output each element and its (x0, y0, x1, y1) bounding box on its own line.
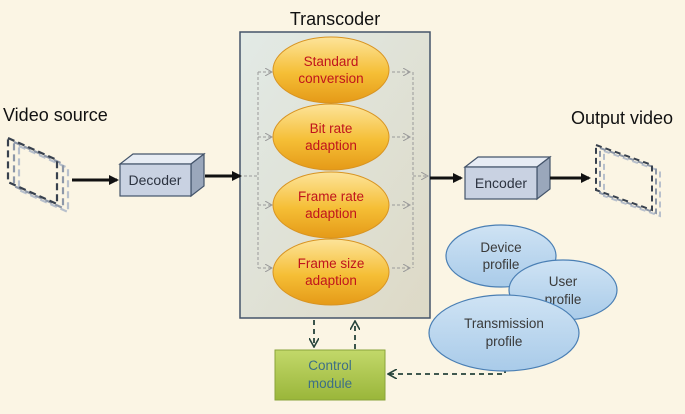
control-module-label-line2: module (308, 376, 352, 391)
module-label-line1: Frame size (298, 256, 365, 271)
transcoder-title: Transcoder (290, 9, 380, 29)
control-module-box: Control module (274, 349, 386, 401)
module-standard-conversion: Standard conversion (272, 36, 390, 104)
decoder-label: Decoder (129, 172, 182, 188)
module-label-line1: Standard (304, 54, 359, 69)
module-frame-size-adaption: Frame size adaption (272, 238, 390, 306)
module-label-line2: adaption (305, 273, 357, 288)
user-profile-line1: User (549, 274, 578, 289)
internal-routing (244, 72, 428, 268)
module-bit-rate-adaption: Bit rate adaption (272, 103, 390, 171)
output-video-frames-icon (595, 143, 661, 218)
video-source-label: Video source (3, 105, 108, 125)
encoder-label: Encoder (475, 175, 527, 191)
transmission-profile-ellipse: Transmission profile (428, 294, 580, 372)
module-label-line1: Bit rate (310, 121, 353, 136)
encoder-box: Encoder (463, 155, 552, 201)
module-label-line2: conversion (298, 71, 363, 86)
output-video-label: Output video (571, 108, 673, 128)
module-frame-rate-adaption: Frame rate adaption (272, 171, 390, 239)
video-source-frames-icon (6, 136, 70, 214)
device-profile-line2: profile (483, 257, 520, 272)
decoder-box: Decoder (118, 152, 206, 198)
control-module-label-line1: Control (308, 358, 352, 373)
user-profile-line2: profile (545, 292, 582, 307)
module-label-line1: Frame rate (298, 189, 364, 204)
module-label-line2: adaption (305, 206, 357, 221)
transmission-profile-line2: profile (486, 334, 523, 349)
module-label-line2: adaption (305, 138, 357, 153)
device-profile-line1: Device (480, 240, 521, 255)
transmission-profile-line1: Transmission (464, 316, 544, 331)
